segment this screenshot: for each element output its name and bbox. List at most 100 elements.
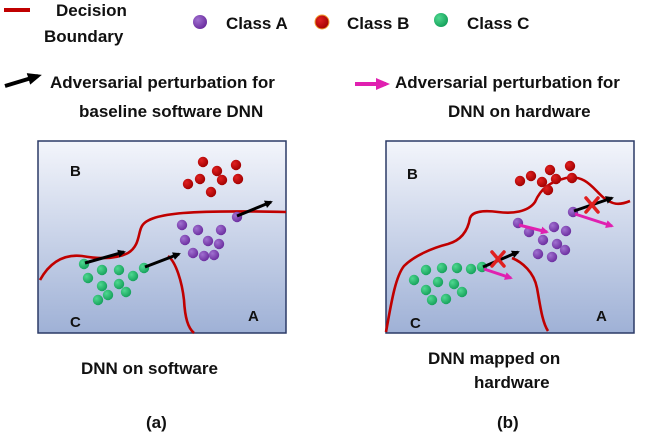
panel-b: B C A (384, 140, 635, 432)
class-c-point (420, 264, 432, 276)
class-b-point (194, 173, 206, 185)
class-b-point (216, 174, 228, 186)
panel-b-region-a: A (596, 308, 607, 325)
class-b-point (542, 184, 554, 196)
legend-class-a-label: Class A (226, 14, 288, 33)
panel-b-class-c-cluster (408, 261, 488, 306)
class-c-point (127, 270, 139, 282)
class-a-point (560, 225, 572, 237)
legend-class-a-dot (193, 15, 207, 29)
legend-hw-arrow-label-1: Adversarial perturbation for (395, 73, 620, 92)
class-a-point (208, 249, 220, 261)
panel-b-hw-perturbation-arrow (518, 223, 549, 235)
class-a-point (202, 235, 214, 247)
panel-b-background (385, 140, 635, 334)
panel-b-caption-2: hardware (474, 373, 550, 392)
panel-a-caption: DNN on software (81, 359, 218, 378)
class-c-point (138, 262, 150, 274)
class-c-point (78, 258, 90, 270)
legend-class-b-dot (314, 14, 330, 30)
legend-hw-arrow-label-2: DNN on hardware (448, 102, 591, 121)
class-b-point (211, 165, 223, 177)
legend-sw-arrow-icon (4, 73, 42, 88)
class-b-point (525, 170, 537, 182)
class-a-point (537, 234, 549, 246)
class-b-point (536, 176, 548, 188)
class-b-point (514, 175, 526, 187)
legend-class-c-dot (434, 13, 448, 27)
panel-b-decision-boundary-branch (511, 256, 550, 332)
panel-b-hw-perturbation-arrow (483, 267, 513, 280)
class-a-point (546, 251, 558, 263)
panel-a-class-b-cluster (182, 156, 244, 198)
class-b-point (232, 173, 244, 185)
cross-icon (584, 196, 600, 214)
cross-icon (490, 250, 506, 268)
class-b-point (544, 164, 556, 176)
class-c-point (456, 286, 468, 298)
class-a-point (559, 244, 571, 256)
class-b-point (230, 159, 242, 171)
legend-boundary-label-1: Decision (56, 1, 127, 20)
panel-b-tag: (b) (497, 413, 519, 432)
legend-class-b-label: Class B (347, 14, 409, 33)
legend: Decision Boundary Class A Class B Class … (4, 1, 620, 121)
class-c-point (96, 280, 108, 292)
panel-a-region-c: C (70, 314, 81, 331)
class-a-point (187, 247, 199, 259)
class-a-point (532, 248, 544, 260)
class-c-point (432, 276, 444, 288)
panel-a-background (37, 140, 287, 334)
legend-sw-arrow-label-1: Adversarial perturbation for (50, 73, 275, 92)
panel-a-class-a-cluster (176, 211, 243, 262)
class-c-point (82, 272, 94, 284)
class-c-point (465, 263, 477, 275)
class-c-point (408, 274, 420, 286)
class-c-point (448, 278, 460, 290)
class-c-point (113, 278, 125, 290)
legend-class-c-label: Class C (467, 14, 529, 33)
panel-a-decision-boundary (38, 210, 287, 281)
class-b-point (182, 178, 194, 190)
class-a-point (215, 224, 227, 236)
panel-a-sw-perturbation-arrow (144, 252, 181, 269)
panel-b-class-b-cluster (514, 160, 578, 196)
class-c-point (102, 289, 114, 301)
class-a-point (551, 238, 563, 250)
class-b-point (566, 172, 578, 184)
legend-sw-arrow-label-2: baseline software DNN (79, 102, 263, 121)
class-a-point (548, 221, 560, 233)
class-b-point (197, 156, 209, 168)
class-c-point (113, 264, 125, 276)
class-b-point (205, 186, 217, 198)
panel-b-region-b: B (407, 166, 418, 183)
class-c-point (96, 264, 108, 276)
panel-a-region-a: A (248, 308, 259, 325)
class-a-point (192, 224, 204, 236)
class-c-point (420, 284, 432, 296)
class-c-point (426, 294, 438, 306)
legend-boundary-label-2: Boundary (44, 27, 124, 46)
class-b-point (550, 173, 562, 185)
panel-b-caption-1: DNN mapped on (428, 349, 560, 368)
class-c-point (92, 294, 104, 306)
panel-a-decision-boundary-branch (167, 254, 195, 334)
class-a-point (213, 238, 225, 250)
class-c-point (440, 293, 452, 305)
class-b-point (564, 160, 576, 172)
panel-b-region-c: C (410, 315, 421, 332)
class-c-point (120, 286, 132, 298)
panel-a-region-b: B (70, 163, 81, 180)
panel-b-hw-perturbation-arrow (574, 212, 614, 228)
panel-a-tag: (a) (146, 413, 167, 432)
panel-b-decision-boundary (384, 176, 631, 333)
panel-a-sw-perturbation-arrow (236, 200, 273, 218)
class-a-point (179, 234, 191, 246)
class-a-point (176, 219, 188, 231)
panel-a: B C A (37, 140, 287, 432)
class-c-point (451, 262, 463, 274)
panel-a-sw-perturbation-arrow (84, 249, 126, 265)
class-c-point (436, 262, 448, 274)
class-a-point (198, 250, 210, 262)
